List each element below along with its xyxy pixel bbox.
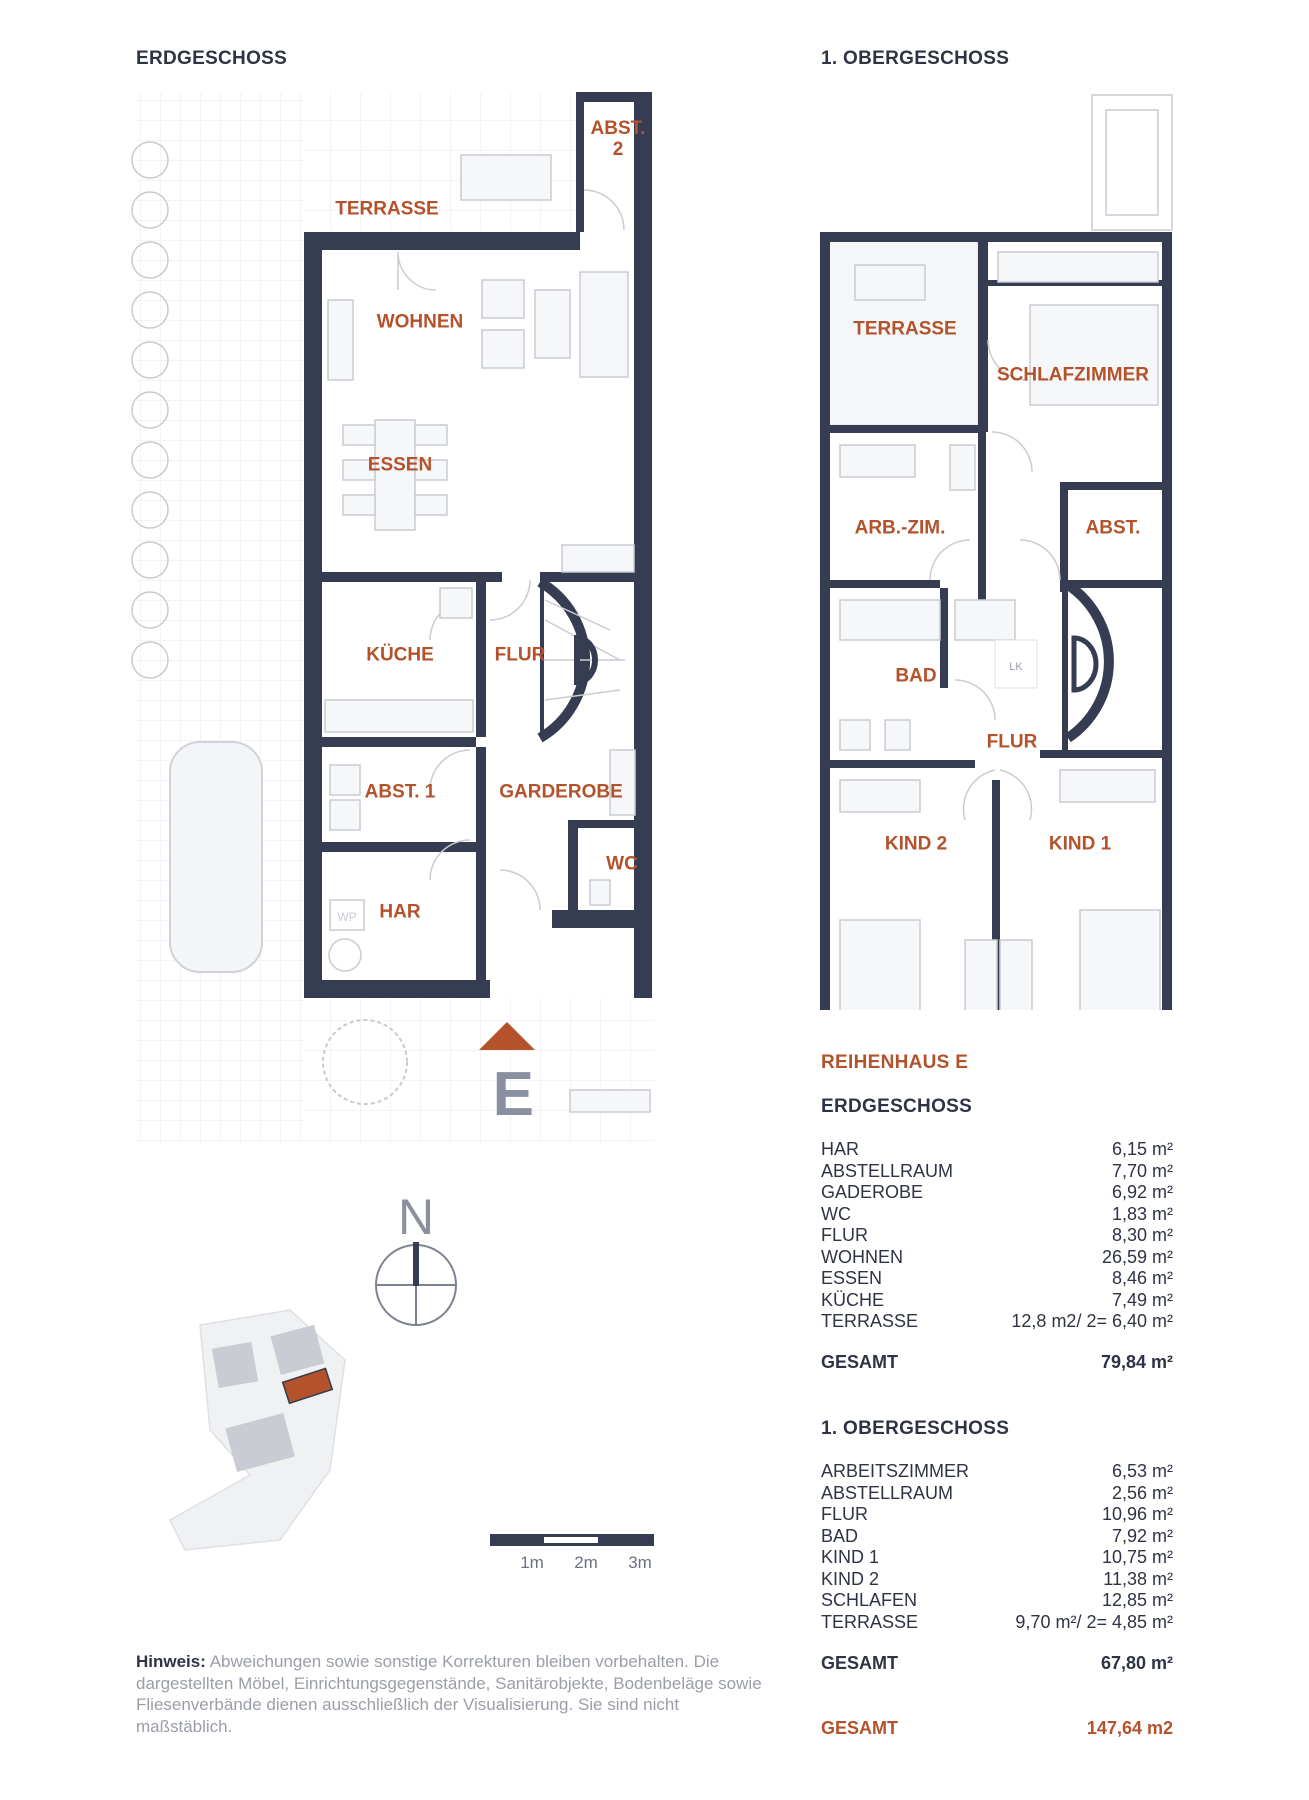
label-garderobe: GARDEROBE [499, 781, 623, 803]
label-abst2: ABST. 2 [590, 118, 646, 160]
entrance-arrow [479, 1022, 535, 1050]
label-kueche: KÜCHE [366, 644, 434, 666]
label-kind1: KIND 1 [1048, 833, 1112, 855]
shaft-label: LK [1009, 661, 1023, 673]
label-wohnen: WOHNEN [376, 311, 464, 333]
label-har: HAR [379, 901, 421, 923]
upper-stair [1065, 580, 1114, 743]
label-essen: ESSEN [367, 454, 433, 476]
walls [304, 92, 652, 998]
label-bad: BAD [895, 665, 937, 687]
site-map [169, 1309, 346, 1551]
tree [322, 1019, 408, 1105]
label-flur-eg: FLUR [494, 644, 546, 666]
label-abst-og: ABST. [1085, 517, 1141, 539]
scale-label-2: 2m [574, 1553, 598, 1572]
area-ground-heading: ERDGESCHOSS [821, 1096, 973, 1117]
upper-floor-plan: LK [820, 94, 1173, 1010]
note-text: Abweichungen sowie sonstige Korrekturen … [136, 1652, 762, 1736]
skylight [1091, 94, 1173, 231]
house-title: REIHENHAUS E [821, 1052, 969, 1073]
label-wc: WC [606, 853, 638, 875]
ground-floor-plan: WP E [131, 92, 654, 1142]
furniture [324, 154, 651, 1113]
upper-walls [820, 232, 1172, 1010]
disclaimer-note: Hinweis: Abweichungen sowie sonstige Kor… [136, 1651, 776, 1737]
scale-label-1: 1m [520, 1553, 544, 1572]
upper-furniture [839, 251, 1161, 1010]
ground-floor-title: ERDGESCHOSS [136, 48, 288, 69]
entrance-letter: E [493, 1060, 534, 1129]
heat-pump-label: WP [337, 910, 356, 924]
label-flur-og: FLUR [986, 731, 1038, 753]
upper-floor-title: 1. OBERGESCHOSS [821, 48, 1010, 69]
label-arbzim: ARB.-ZIM. [854, 517, 946, 539]
site-map-highlight [281, 1367, 334, 1405]
label-schlafzimmer: SCHLAFZIMMER [997, 364, 1149, 386]
label-terrasse-og: TERRASSE [853, 318, 957, 340]
area-upper-heading: 1. OBERGESCHOSS [821, 1418, 1010, 1439]
upper-door-swings [929, 339, 1061, 821]
scale-label-3: 3m [628, 1553, 652, 1572]
compass-icon [375, 1242, 457, 1326]
front-paving [304, 998, 654, 1142]
label-abst1: ABST. 1 [364, 781, 436, 803]
label-kind2: KIND 2 [884, 833, 948, 855]
hedge [131, 141, 169, 679]
garden-paving [136, 92, 304, 1142]
car [169, 741, 263, 973]
note-label: Hinweis: [136, 1652, 206, 1671]
label-terrasse-eg: TERRASSE [335, 198, 439, 220]
compass-north-label: N [397, 1189, 435, 1245]
scale-bar [490, 1534, 654, 1546]
